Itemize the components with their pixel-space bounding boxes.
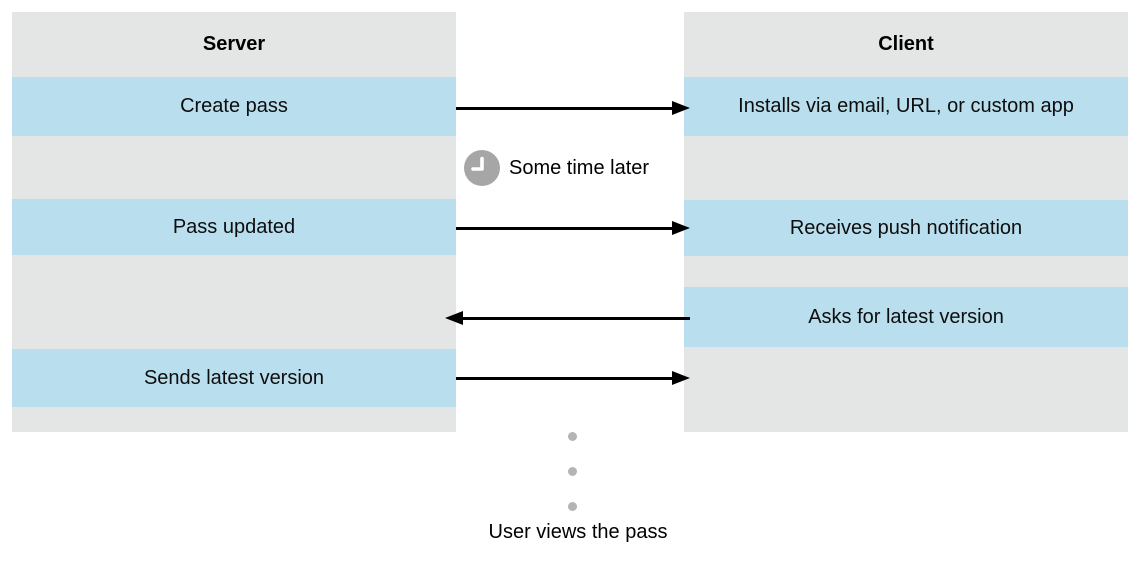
arrow-pass-updated-to-client <box>456 221 690 235</box>
server-step-create-pass: Create pass <box>12 77 456 136</box>
arrow-shaft <box>456 226 676 230</box>
server-step-sends-latest-version: Sends latest version <box>12 349 456 407</box>
client-column-title: Client <box>878 32 934 55</box>
server-column: Server Create pass Pass updated Sends la… <box>12 12 456 432</box>
dot-icon <box>568 432 577 441</box>
arrow-shaft <box>456 106 676 110</box>
arrow-head-left-icon <box>445 311 463 325</box>
client-step-receives-push: Receives push notification <box>684 200 1128 256</box>
arrow-head-right-icon <box>672 221 690 235</box>
server-column-title: Server <box>202 32 266 55</box>
arrow-head-right-icon <box>672 371 690 385</box>
client-column: Client Installs via email, URL, or custo… <box>684 12 1128 432</box>
dot-icon <box>568 467 577 476</box>
vertical-ellipsis-dots-icon <box>568 432 578 537</box>
dot-icon <box>568 502 577 511</box>
clock-icon <box>464 150 500 186</box>
server-step-pass-updated: Pass updated <box>12 199 456 255</box>
arrow-shaft <box>456 376 676 380</box>
time-delay-annotation: Some time later <box>464 150 649 186</box>
client-step-installs-pass: Installs via email, URL, or custom app <box>684 77 1128 136</box>
arrow-shaft <box>459 316 690 320</box>
arrow-sends-latest-to-client <box>456 371 690 385</box>
arrow-asks-latest-to-server <box>445 311 690 325</box>
client-step-asks-latest-version: Asks for latest version <box>684 287 1128 347</box>
user-views-pass-caption: User views the pass <box>488 521 668 543</box>
arrow-head-right-icon <box>672 101 690 115</box>
arrow-create-pass-to-client <box>456 101 690 115</box>
time-delay-label: Some time later <box>509 156 650 179</box>
